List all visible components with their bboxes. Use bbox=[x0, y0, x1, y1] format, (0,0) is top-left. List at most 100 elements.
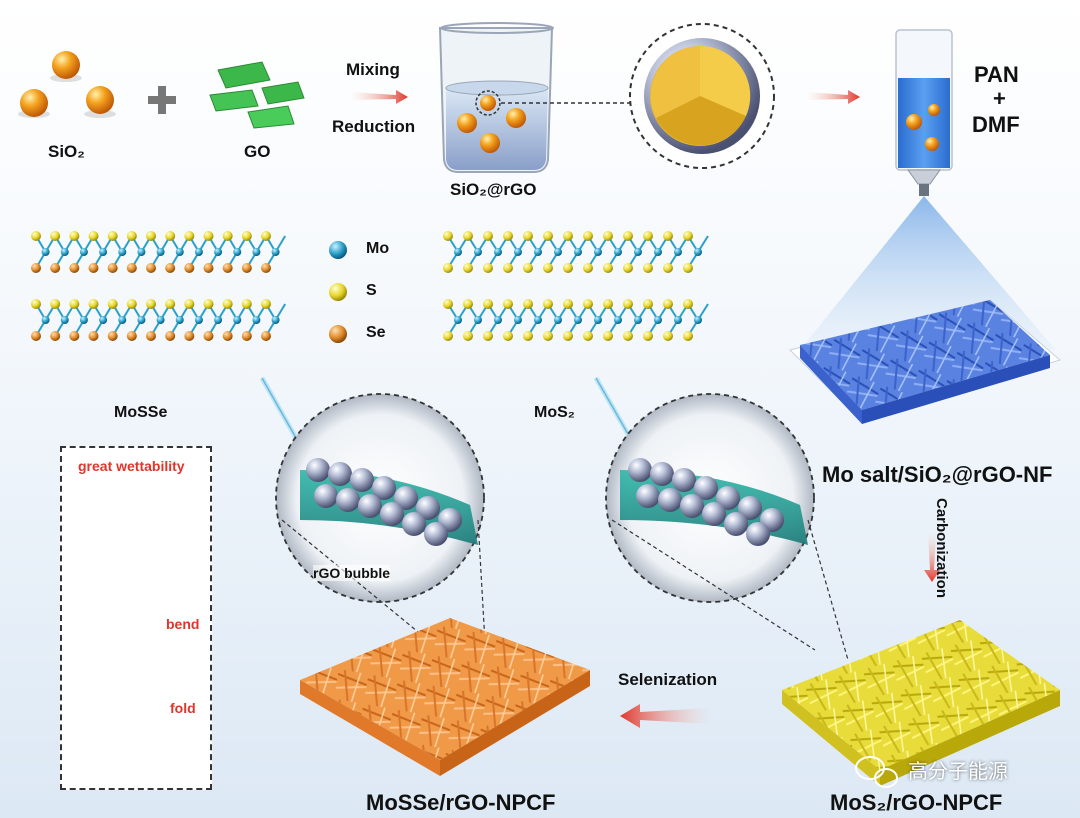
mo-atom bbox=[594, 248, 602, 256]
s-atom bbox=[623, 299, 633, 309]
s-atom bbox=[603, 231, 613, 241]
sio2-bubble bbox=[702, 502, 726, 526]
s-atom bbox=[523, 299, 533, 309]
mo-atom bbox=[137, 248, 146, 256]
mo-atom bbox=[214, 316, 223, 324]
mo-atom bbox=[79, 248, 88, 256]
mos2-crystal bbox=[443, 231, 709, 341]
s-atom bbox=[107, 299, 118, 309]
mo-atom bbox=[454, 316, 462, 324]
se-legend-label: Se bbox=[366, 324, 386, 341]
mo-atom bbox=[594, 316, 602, 324]
sio2-bubble bbox=[424, 522, 448, 546]
sio2-bubble bbox=[416, 496, 440, 520]
mo-atom bbox=[494, 248, 502, 256]
se-atom bbox=[241, 331, 252, 341]
arrow-right-icon bbox=[806, 90, 860, 104]
mo-atom bbox=[674, 316, 682, 324]
plus-icon bbox=[148, 86, 176, 114]
mo-atom bbox=[41, 316, 50, 324]
mo-atom bbox=[614, 248, 622, 256]
sio2-bubble bbox=[372, 476, 396, 500]
se-atom bbox=[146, 331, 156, 341]
s-atom bbox=[146, 299, 156, 309]
s-atom bbox=[69, 299, 80, 309]
sio2-bubble bbox=[380, 502, 404, 526]
mo-atom bbox=[60, 316, 69, 324]
s-atom bbox=[184, 231, 195, 241]
mos2-npcf-label: MoS₂/rGO-NPCF bbox=[830, 790, 1003, 815]
s-atom bbox=[503, 263, 513, 273]
mo-atom-icon bbox=[329, 241, 347, 259]
s-atom bbox=[443, 299, 453, 309]
sio2-bubble bbox=[724, 512, 748, 536]
s-atom bbox=[165, 299, 176, 309]
se-atom bbox=[184, 331, 195, 341]
mo-atom bbox=[454, 248, 462, 256]
se-atom bbox=[203, 331, 214, 341]
se-atom bbox=[261, 331, 271, 341]
s-atom bbox=[523, 231, 533, 241]
s-atom bbox=[523, 331, 533, 341]
s-atom bbox=[483, 231, 493, 241]
s-atom bbox=[563, 331, 573, 341]
sio2-bubble bbox=[658, 488, 682, 512]
mo-atom bbox=[194, 248, 203, 256]
great-wettability-label: great wettability bbox=[78, 458, 185, 474]
s-atom bbox=[443, 231, 453, 241]
mo-atom bbox=[79, 316, 88, 324]
se-atom bbox=[88, 331, 99, 341]
plus-label: + bbox=[993, 86, 1006, 111]
mo-atom bbox=[554, 248, 562, 256]
s-atom bbox=[203, 299, 214, 309]
mo-atom bbox=[634, 248, 642, 256]
mo-atom bbox=[233, 248, 242, 256]
s-atom bbox=[88, 231, 99, 241]
sio2-bubble bbox=[328, 462, 352, 486]
se-atom-icon bbox=[329, 325, 347, 343]
rgo-bubble-label: rGO bubble bbox=[313, 565, 390, 581]
mo-atom bbox=[41, 248, 50, 256]
s-atom bbox=[443, 263, 453, 273]
watermark: 高分子能源 bbox=[860, 755, 1008, 784]
se-atom bbox=[69, 263, 80, 273]
sio2-label: SiO₂ bbox=[48, 142, 85, 161]
mo-atom bbox=[474, 248, 482, 256]
mosse-fiber-mat bbox=[300, 618, 590, 776]
sio2-bubble bbox=[716, 486, 740, 510]
zoom-connector bbox=[477, 519, 487, 661]
mo-atom bbox=[137, 316, 146, 324]
mos2-label: MoS₂ bbox=[534, 404, 575, 421]
mo-atom bbox=[534, 316, 542, 324]
mo-atom bbox=[514, 248, 522, 256]
sio2-bubble bbox=[358, 494, 382, 518]
mo-atom bbox=[694, 248, 702, 256]
s-atom bbox=[623, 331, 633, 341]
mo-atom bbox=[99, 248, 108, 256]
s-atom bbox=[483, 263, 493, 273]
zoom-connector bbox=[281, 519, 441, 651]
se-atom bbox=[107, 331, 118, 341]
core-shell-zoom bbox=[629, 23, 775, 169]
s-atom bbox=[603, 331, 613, 341]
mo-atom bbox=[118, 316, 127, 324]
s-atom bbox=[583, 263, 593, 273]
mo-atom bbox=[534, 248, 542, 256]
sio2-rgo-label: SiO₂@rGO bbox=[450, 180, 537, 199]
s-atom bbox=[683, 263, 693, 273]
wettability-panel bbox=[60, 446, 212, 790]
mosse-label: MoSSe bbox=[114, 404, 168, 421]
s-atom bbox=[663, 263, 673, 273]
arrow-left-icon bbox=[620, 704, 712, 728]
s-atom bbox=[184, 299, 195, 309]
mo-atom bbox=[614, 316, 622, 324]
s-atom bbox=[241, 299, 252, 309]
mo-atom bbox=[252, 248, 261, 256]
s-atom bbox=[643, 299, 653, 309]
s-atom bbox=[50, 299, 61, 309]
atom-legend bbox=[329, 241, 347, 343]
s-atom bbox=[543, 331, 553, 341]
mo-legend-label: Mo bbox=[366, 240, 390, 257]
mo-atom bbox=[494, 316, 502, 324]
s-atom bbox=[643, 331, 653, 341]
